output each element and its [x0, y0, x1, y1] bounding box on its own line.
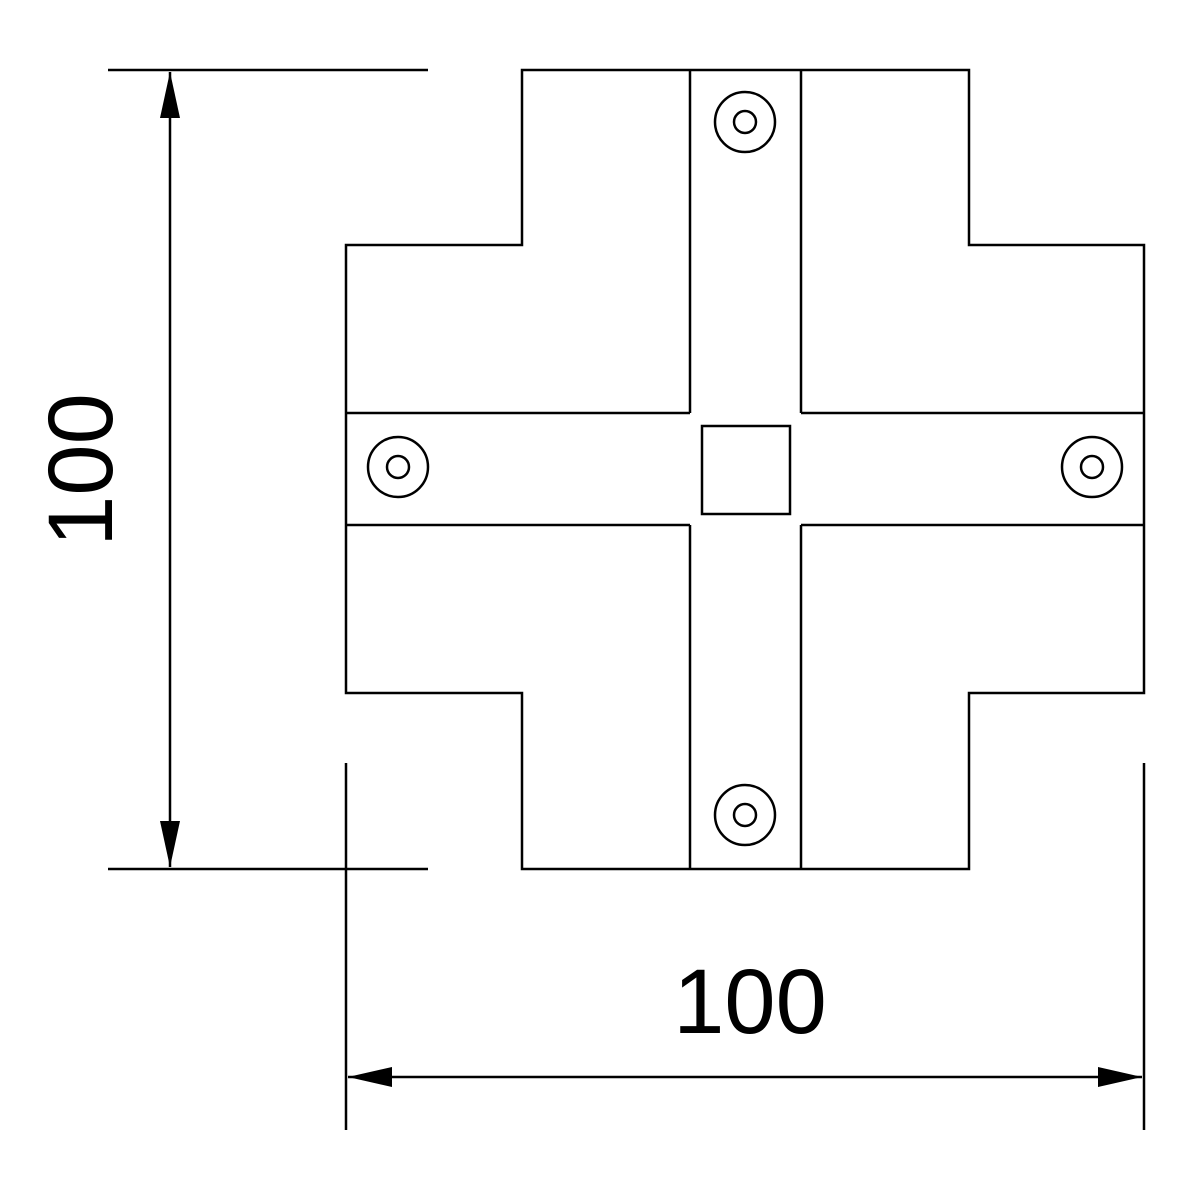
screw-left-icon: [366, 435, 430, 499]
screw-top-icon: [713, 90, 777, 154]
width-dimension-label: 100: [673, 951, 827, 1053]
width-dimension: 100: [344, 763, 1146, 1130]
cross-connector-outline: [344, 68, 1146, 871]
height-dimension-label: 100: [30, 393, 132, 547]
height-dimension: 100: [30, 68, 428, 871]
strip-dividers: [346, 70, 1144, 869]
screw-right-icon: [1060, 435, 1124, 499]
center-square: [700, 424, 792, 516]
screw-bottom-icon: [713, 783, 777, 847]
